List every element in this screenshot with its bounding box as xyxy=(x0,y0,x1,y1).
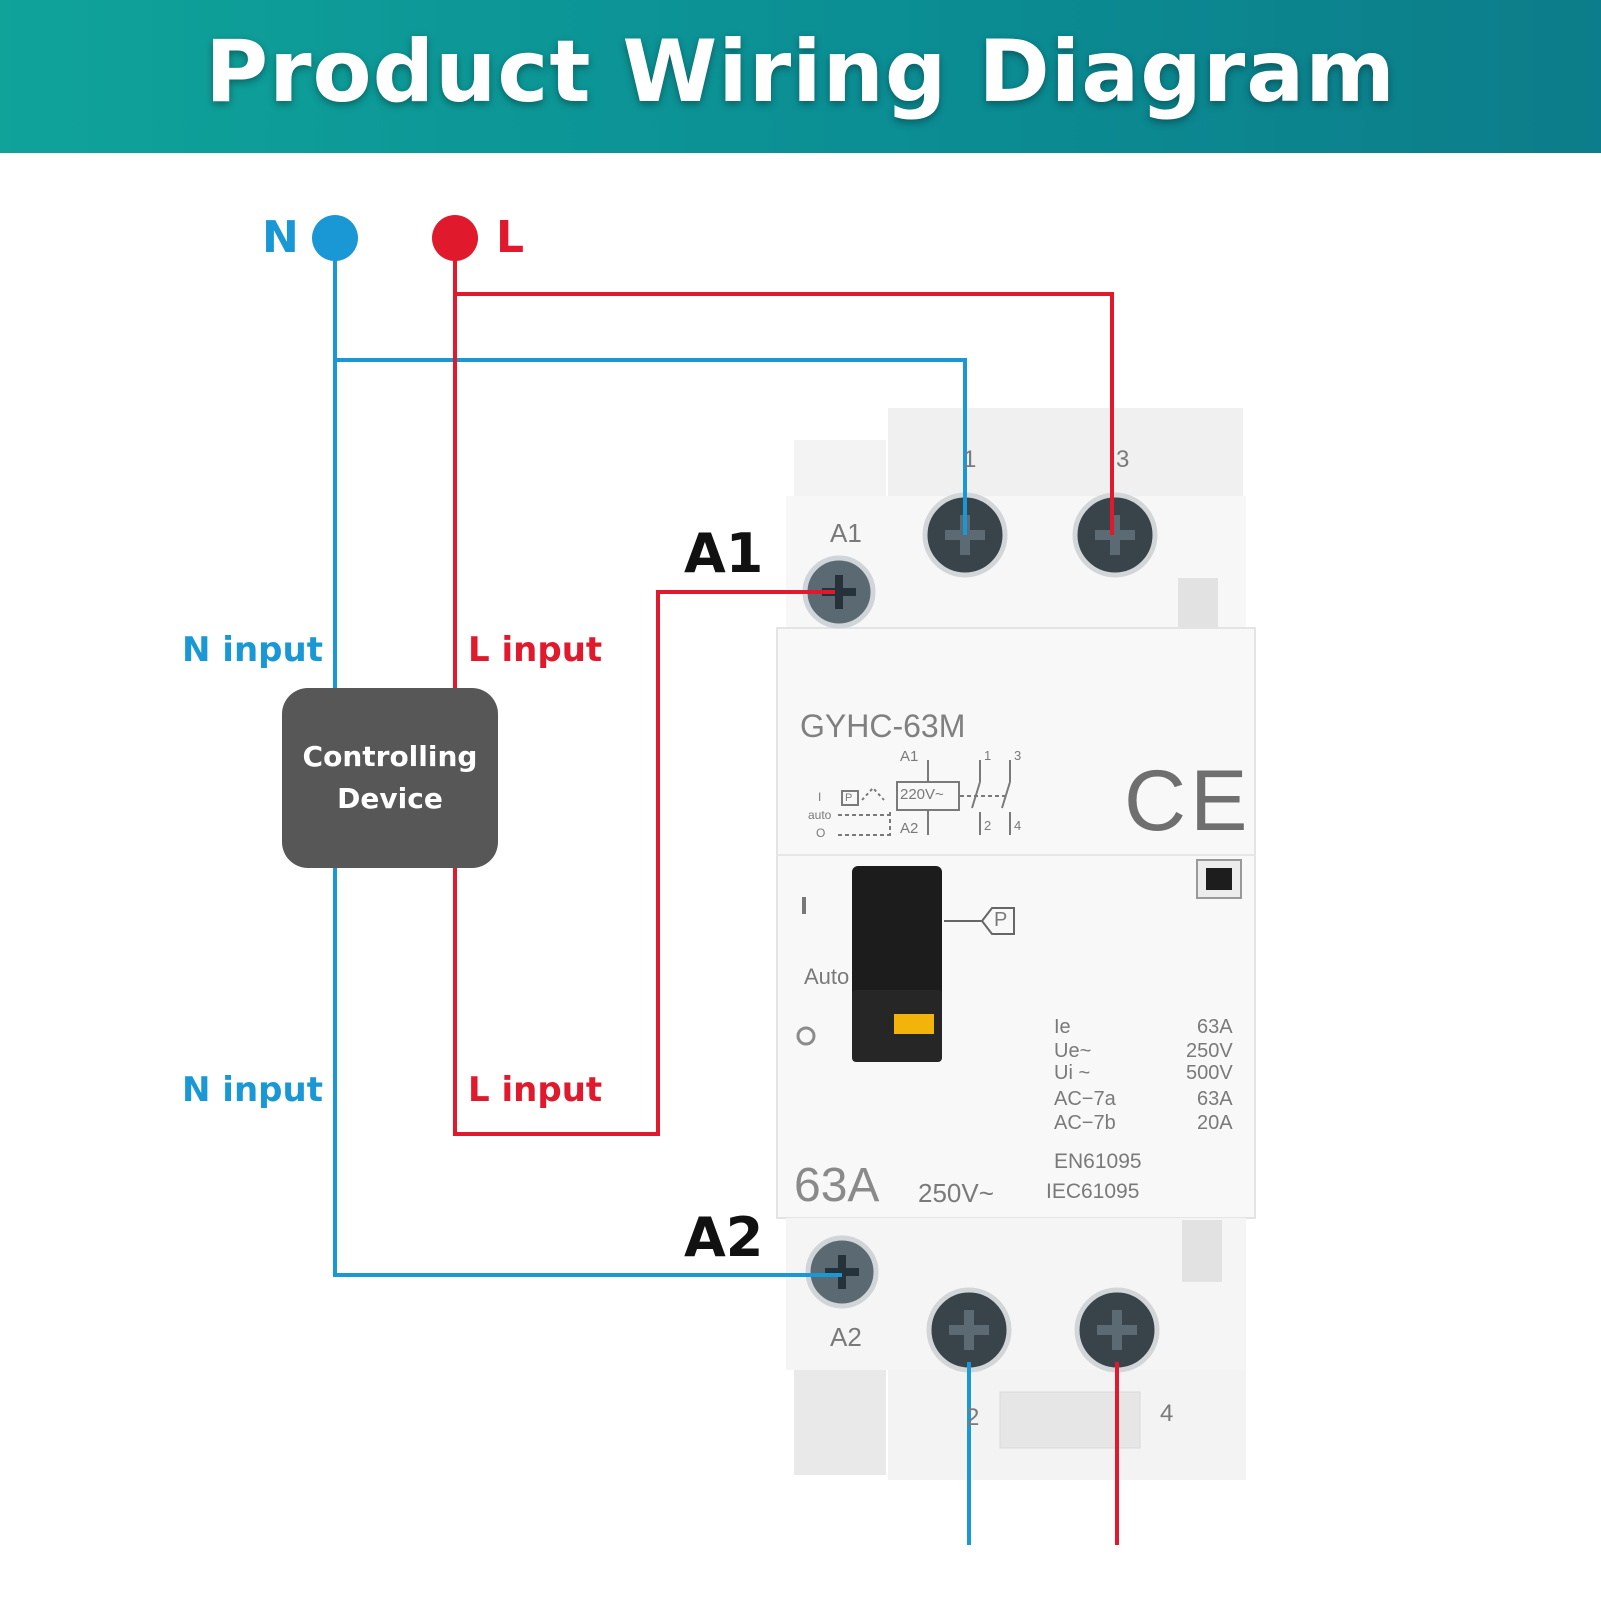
neutral-terminal-dot xyxy=(312,215,358,261)
device-model: GYHC-63M xyxy=(800,708,966,744)
switch-handle-indicator xyxy=(894,1014,934,1034)
screw-terminal-4 xyxy=(1074,1287,1160,1373)
live-terminal-dot xyxy=(432,215,478,261)
device-top-slot xyxy=(1178,578,1218,628)
spec-ie-label: Ie xyxy=(1054,1016,1071,1038)
screw-a2 xyxy=(805,1235,879,1309)
rating-voltage: 250V~ xyxy=(918,1178,994,1208)
spec-ac7b-label: AC−7b xyxy=(1054,1112,1116,1134)
device-bottom-left-block xyxy=(794,1370,886,1475)
live-terminal-label: L xyxy=(496,212,525,263)
schematic-o-label: O xyxy=(816,826,826,840)
device-terminal-4-marking: 4 xyxy=(1160,1400,1174,1427)
schematic-p-box xyxy=(841,790,859,806)
spec-ui-label: Ui ~ xyxy=(1054,1062,1091,1084)
device-terminal-2-marking: 2 xyxy=(966,1404,980,1431)
n-input-bottom-label: N input xyxy=(182,1070,323,1110)
controller-line-2: Device xyxy=(337,782,443,815)
screw-terminal-3 xyxy=(1072,492,1158,578)
a2-callout-label: A2 xyxy=(684,1206,764,1269)
device-bottom-slot xyxy=(1182,1220,1222,1282)
switch-p-tag xyxy=(980,907,1015,935)
schematic-voltage-label: 220V~ xyxy=(900,786,944,803)
live-wire-to-a1 xyxy=(453,590,835,1136)
switch-off-mark xyxy=(796,1026,816,1046)
device-terminal-1-marking: 1 xyxy=(963,446,977,473)
page-title: Product Wiring Diagram xyxy=(205,22,1396,122)
schematic-auto-label: auto xyxy=(808,808,832,822)
spec-ue-value: 250V xyxy=(1186,1040,1233,1062)
device-terminal-3-marking: 3 xyxy=(1116,446,1130,473)
ce-mark: CE xyxy=(1124,753,1252,849)
schematic-i-label: I xyxy=(818,790,822,804)
neutral-wire-to-terminal-1 xyxy=(335,358,967,535)
schematic-t4-label: 4 xyxy=(1014,818,1022,833)
rating-current: 63A xyxy=(794,1159,880,1212)
device-a2-marking: A2 xyxy=(830,1322,862,1352)
a1-callout-label: A1 xyxy=(684,522,764,585)
switch-p-label: P xyxy=(994,909,1008,931)
spec-ue-label: Ue~ xyxy=(1054,1040,1092,1062)
header-banner: Product Wiring Diagram xyxy=(0,0,1601,153)
spec-ie-value: 63A xyxy=(1197,1016,1233,1038)
schematic-t1-label: 1 xyxy=(984,748,992,763)
screw-a1 xyxy=(802,555,876,629)
spec-ac7a-label: AC−7a xyxy=(1054,1088,1116,1110)
device-a1-marking: A1 xyxy=(830,518,862,548)
coil-schematic xyxy=(838,760,1011,836)
l-input-top-label: L input xyxy=(468,630,603,670)
schematic-a1-label: A1 xyxy=(900,748,919,765)
controlling-device-box: Controlling Device xyxy=(282,688,498,868)
live-wire-to-terminal-3 xyxy=(455,292,1114,535)
standard-iec: IEC61095 xyxy=(1046,1180,1140,1203)
wires xyxy=(333,244,1119,1545)
schematic-p-label: P xyxy=(845,792,853,804)
standard-en: EN61095 xyxy=(1054,1150,1142,1173)
contactor-device xyxy=(776,408,1256,1480)
neutral-wire-to-a2 xyxy=(333,868,842,1277)
spec-ac7a-value: 63A xyxy=(1197,1088,1233,1110)
indicator-mark xyxy=(1206,868,1232,890)
spec-ui-value: 500V xyxy=(1186,1062,1233,1084)
schematic-t3-label: 3 xyxy=(1014,748,1022,763)
n-input-top-label: N input xyxy=(182,630,323,670)
schematic-t2-label: 2 xyxy=(984,818,992,833)
schematic-a2-label: A2 xyxy=(900,820,919,837)
controller-line-1: Controlling xyxy=(302,740,478,773)
neutral-terminal-label: N xyxy=(262,212,299,263)
switch-auto-label: Auto xyxy=(804,964,850,989)
spec-ac7b-value: 20A xyxy=(1197,1112,1233,1134)
screw-terminal-2 xyxy=(926,1287,1012,1373)
l-input-bottom-label: L input xyxy=(468,1070,603,1110)
switch-o-label: O xyxy=(799,1024,800,1025)
